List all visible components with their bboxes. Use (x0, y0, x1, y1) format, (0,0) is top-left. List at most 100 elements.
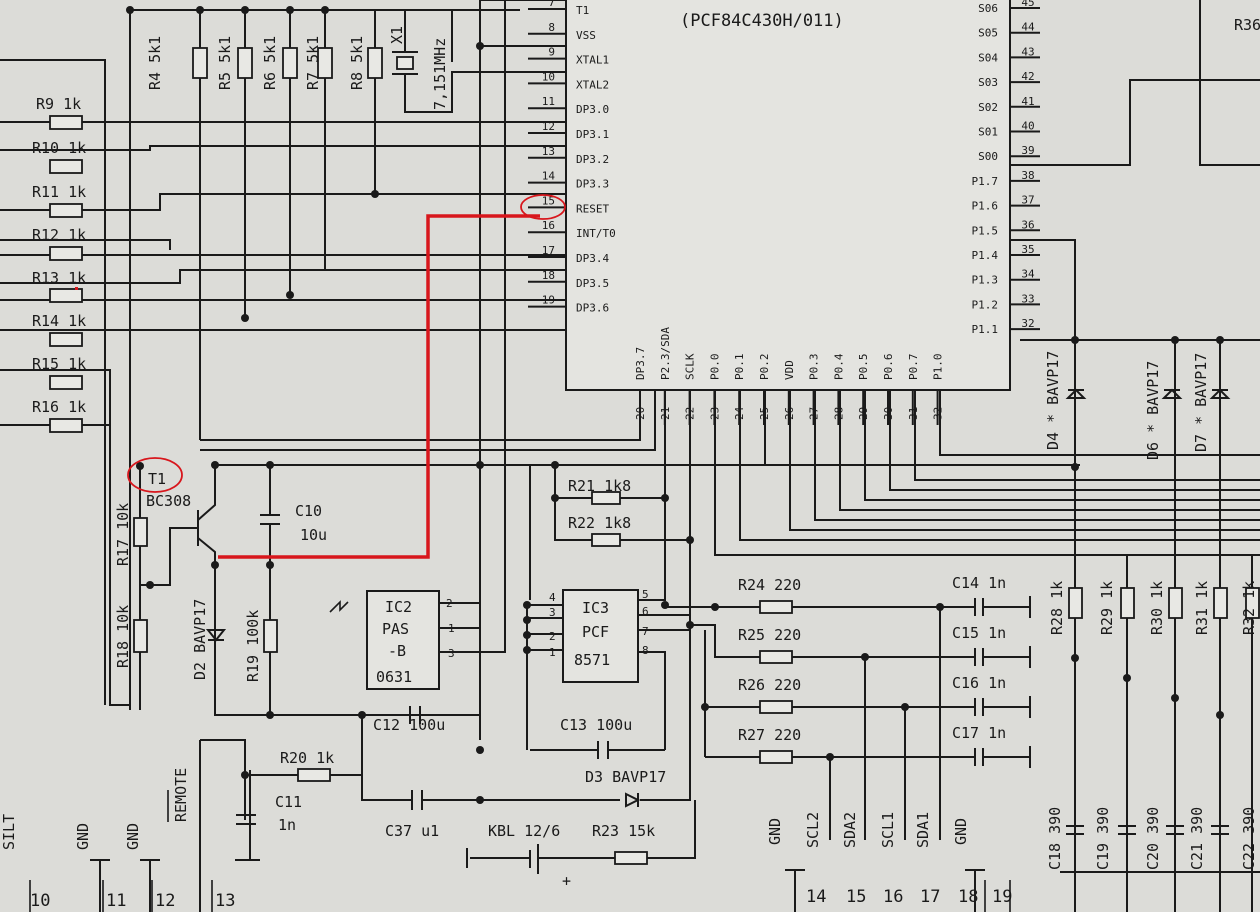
connector-12: 12 (155, 891, 175, 911)
kbl-plus: + (562, 872, 571, 890)
r5-label: R5 5k1 (216, 36, 234, 90)
d6-label: D6 * BAVP17 (1144, 361, 1162, 460)
r18-label: R18 10k (114, 605, 132, 668)
r30-label: R30 1k (1148, 581, 1166, 635)
r20-label: R20 1k (280, 749, 334, 767)
ic1-pin-name: T1 (576, 4, 589, 17)
svg-text:2: 2 (549, 630, 556, 643)
gnd-label-2: GND (124, 823, 142, 850)
kbl-label: KBL 12/6 (488, 822, 560, 840)
ic1-pin-name: S02 (978, 101, 998, 114)
ic1-pin-number: 32 (932, 407, 945, 420)
r14-label: R14 1k (32, 312, 86, 330)
svg-text:6: 6 (642, 605, 649, 618)
r13-label: R13 1k (32, 269, 86, 287)
ic1-pin-number: 38 (1021, 169, 1034, 182)
r8b-body (367, 47, 383, 79)
r21-label: R21 1k8 (568, 477, 631, 495)
left-resistor-column: R9 1k R10 1k R11 1k R12 1k R13 1k R14 1k… (0, 59, 566, 706)
silt-label: SILT (0, 814, 18, 850)
c11-value: 1n (278, 816, 296, 834)
ic1-pin-number: 32 (1021, 317, 1034, 330)
r36-label: R36 (1234, 16, 1260, 34)
c14-label: C14 1n (952, 574, 1006, 592)
c19-label: C19 390 (1094, 807, 1112, 870)
ic1-pin-name: P0.0 (708, 354, 721, 381)
ic1-pin-name: S00 (978, 150, 998, 163)
connector-11: 11 (106, 891, 126, 911)
c12-label: C12 100u (373, 716, 445, 734)
ic1-pin-name: P1.6 (972, 200, 999, 213)
connector-15: 15 (846, 887, 866, 907)
r24-r27-c14-c17-network: R24 220 R25 220 R26 220 R27 220 C14 1n C… (665, 574, 1031, 768)
ic2-line4: 0631 (376, 668, 412, 686)
ic1-pin-number: 14 (542, 170, 556, 183)
r6-label: R6 5k1 (261, 36, 279, 90)
ic1-pin-number: 41 (1021, 95, 1034, 108)
svg-text:8: 8 (642, 644, 649, 657)
ic1-pin-name: DP3.7 (634, 347, 647, 380)
connector-pins: SILT GND GND REMOTE GND SCL2 SDA2 SCL1 S… (0, 607, 1012, 912)
connector-10: 10 (30, 891, 50, 911)
r25-label: R25 220 (738, 626, 801, 644)
r6-body (237, 47, 253, 79)
ic1-pin-name: P0.7 (907, 354, 920, 381)
d7-label: D7 * BAVP17 (1192, 353, 1210, 452)
r31-label: R31 1k (1193, 581, 1211, 635)
ic1-left-pins: 7T18VSS9XTAL110XTAL211DP3.012DP3.113DP3.… (528, 0, 616, 315)
ic1-pin-number: 18 (542, 269, 555, 282)
c16-label: C16 1n (952, 674, 1006, 692)
ic1-pin-number: 37 (1021, 194, 1034, 207)
c18-label: C18 390 (1046, 807, 1064, 870)
ic1-pin-number: 45 (1021, 0, 1034, 9)
ic3-line3: 8571 (574, 651, 610, 669)
ic1-pin-number: 7 (548, 0, 555, 9)
c37-label: C37 u1 (385, 822, 439, 840)
r26-label: R26 220 (738, 676, 801, 694)
r22-label: R22 1k8 (568, 514, 631, 532)
svg-text:3: 3 (448, 647, 455, 660)
ic1-body (565, 0, 1011, 391)
ic1-pin-number: 11 (542, 95, 555, 108)
gnd-label-4: GND (952, 818, 970, 845)
connector-16: 16 (883, 887, 903, 907)
top-resistor-bank: R4 5k1 R5 5k1 R6 5k1 R7 5k1 R8 5k1 X1 7,… (126, 6, 566, 710)
ic1-pin-name: S04 (978, 51, 998, 64)
ic1-pin-name: XTAL2 (576, 78, 609, 91)
ic1-pin-number: 30 (882, 407, 895, 420)
ic1-pin-number: 28 (832, 407, 845, 420)
ic1-pin-name: P0.1 (733, 354, 746, 381)
r32-label: R32 1k (1240, 581, 1258, 635)
ic1-pin-name: DP3.3 (576, 178, 609, 191)
connector-17: 17 (920, 887, 940, 907)
sda1-label: SDA1 (914, 812, 932, 848)
gnd-label-1: GND (74, 823, 92, 850)
ic3-line2: PCF (582, 623, 609, 641)
ic1-pin-name: P0.4 (832, 353, 845, 380)
ic2-chip: IC2 PAS -B 0631 2 1 3 (329, 466, 506, 690)
r24-label: R24 220 (738, 576, 801, 594)
ic1-pin-name: P0.5 (857, 354, 870, 381)
r19-label: R19 100k (244, 610, 262, 682)
ic1-pin-number: 43 (1021, 45, 1034, 58)
ic1-pin-name: XTAL1 (576, 54, 609, 67)
gnd-label-3: GND (766, 818, 784, 845)
scl2-label: SCL2 (804, 812, 822, 848)
ic1-microcontroller: (PCF84C430H/011) 7T18VSS9XTAL110XTAL211D… (528, 0, 1040, 425)
ic1-pin-name: P1.3 (972, 274, 999, 287)
ic1-pin-number: 36 (1021, 218, 1034, 231)
r15-label: R15 1k (32, 355, 86, 373)
remote-label: REMOTE (172, 768, 190, 822)
r11-label: R11 1k (32, 183, 86, 201)
x1-ref: X1 (388, 26, 406, 44)
ic1-pin-name: SCLK (684, 353, 697, 380)
transistor-t1: T1 BC308 R17 10k R18 10k C10 10u D2 BAVP… (114, 462, 480, 719)
ic2-line1: IC2 (385, 598, 412, 616)
ic1-pin-name: S03 (978, 76, 998, 89)
ic1-pin-number: 34 (1021, 268, 1035, 281)
lower-passives: R20 1k C11 1n C12 100u C13 100u C37 u1 D… (236, 630, 696, 890)
ic1-pin-number: 40 (1021, 120, 1034, 133)
ic1-pin-name: DP3.0 (576, 103, 609, 116)
svg-text:2: 2 (446, 597, 453, 610)
ic1-pin-number: 9 (548, 46, 555, 59)
